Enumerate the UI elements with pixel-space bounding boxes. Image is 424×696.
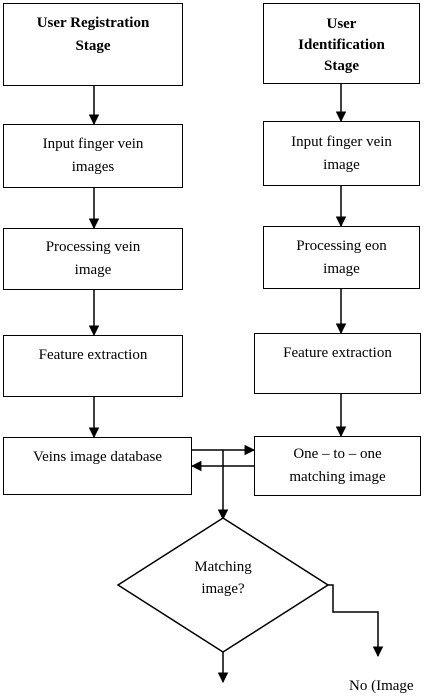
registration-processing-box: Processing vein image (3, 228, 183, 290)
identification-input-label: Input finger vein image (291, 133, 392, 173)
registration-feature-label: Feature extraction (38, 347, 148, 363)
matching-box: One – to – one matching image (254, 436, 421, 496)
arrow-decision-no (328, 584, 384, 658)
decision-diamond (116, 517, 330, 653)
matching-label: One – to – one matching image (289, 446, 386, 485)
database-box: Veins image database (3, 437, 192, 495)
identification-feature-box: Feature extraction (254, 333, 421, 394)
no-branch-label: No (Image (349, 678, 414, 694)
registration-stage-box: User Registration Stage (3, 3, 183, 86)
identification-processing-label: Processing eon image (296, 237, 387, 277)
identification-feature-label: Feature extraction (283, 345, 392, 361)
registration-feature-box: Feature extraction (3, 335, 183, 397)
database-label: Veins image database (32, 449, 163, 465)
registration-processing-label: Processing vein image (45, 239, 141, 278)
registration-input-label: Input finger vein images (42, 136, 144, 175)
identification-input-box: Input finger vein image (263, 121, 420, 186)
registration-input-box: Input finger vein images (3, 124, 183, 188)
registration-stage-title: User Registration Stage (36, 15, 150, 54)
identification-stage-title: User Identification Stage (298, 16, 385, 74)
identification-stage-box: User Identification Stage (263, 3, 420, 84)
identification-processing-box: Processing eon image (263, 226, 420, 289)
decision-question: Matching image? (194, 559, 252, 597)
